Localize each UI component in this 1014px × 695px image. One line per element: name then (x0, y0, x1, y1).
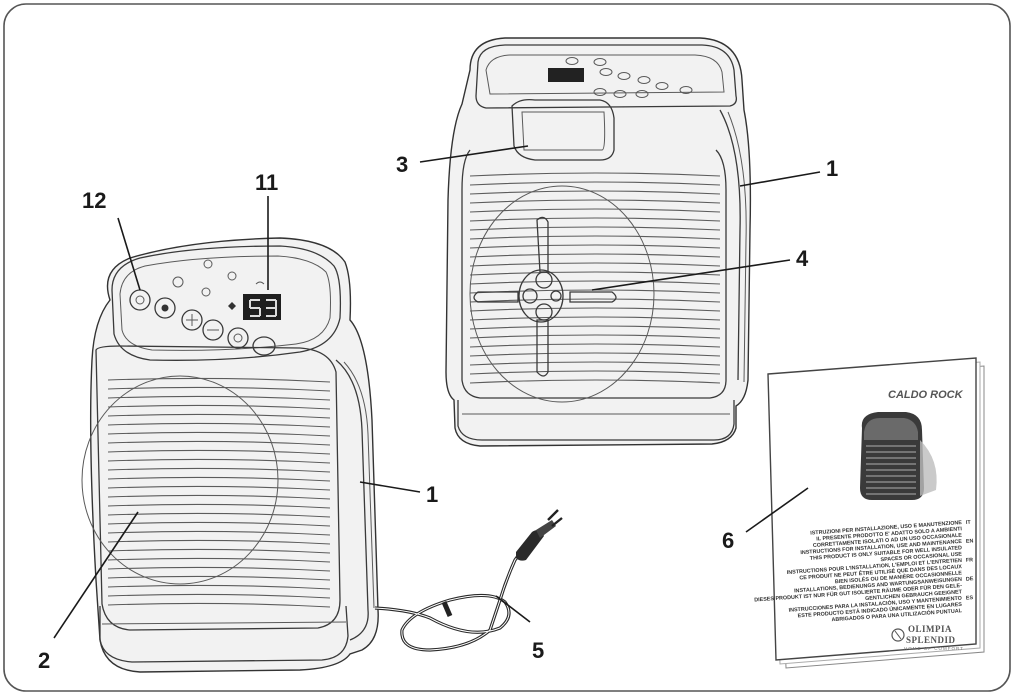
callout-5: 5 (532, 638, 544, 663)
minus-button (202, 319, 224, 341)
rear-heater-unit (445, 37, 752, 447)
brand-name-line2: SPLENDID (906, 635, 956, 645)
front-heater-face (95, 345, 341, 631)
rear-heater-display (548, 68, 584, 82)
callout-2: 2 (38, 648, 50, 673)
leader-lines (53, 145, 821, 639)
manual-cover-heater-image (860, 412, 937, 500)
front-heater-unit (81, 237, 379, 673)
gear-icon (161, 304, 169, 312)
leader-4 (591, 259, 791, 291)
sun-icon (172, 276, 184, 288)
manual-brand-logo: OLIMPIA SPLENDID HOME OF COMFORT (891, 624, 964, 651)
manual-language-tag: EN (966, 538, 974, 545)
clock-indicator-icon (227, 271, 237, 281)
leader-2 (53, 511, 139, 639)
timer-icon (233, 333, 243, 343)
front-heater-grill (107, 377, 331, 608)
power-icon (135, 295, 145, 305)
timer-indicator-icon (255, 281, 265, 285)
plus-icon (186, 314, 198, 326)
leader-3 (419, 145, 529, 163)
rear-heater-base (457, 400, 735, 441)
power-plug (516, 509, 563, 561)
leader-12 (117, 217, 141, 291)
callout-3: 3 (396, 152, 408, 177)
front-heater-top-panel (111, 245, 342, 361)
front-heater-base (99, 605, 349, 663)
callout-labels: 12 11 3 1 4 1 2 5 6 (38, 152, 838, 673)
callout-1-rear: 1 (826, 156, 838, 181)
manual-language-tag: IT (966, 520, 972, 526)
callout-1-front: 1 (426, 482, 438, 507)
rear-heater-handle (511, 98, 615, 161)
callout-6: 6 (722, 528, 734, 553)
timer-button (227, 327, 249, 349)
rear-heater-body (445, 37, 752, 447)
leader-1-rear (739, 171, 821, 187)
manual-cover (767, 357, 977, 661)
manual-language-tag: FR (966, 557, 974, 563)
manual-text-line: SPACES OR OCCASIONAL USE (880, 551, 962, 563)
instruction-manual: CALDO ROCK ISTRUZIONI PER INSTALLAZIONE,… (754, 357, 985, 669)
panel-indicator-icons (172, 259, 265, 310)
manual-title: CALDO ROCK (888, 389, 964, 401)
sun-small-icon (201, 287, 211, 297)
rear-heater-top-panel (475, 44, 738, 109)
rear-heater-grill (469, 172, 721, 384)
callout-12: 12 (82, 188, 106, 213)
manual-language-tag: ES (966, 595, 974, 602)
power-cord (374, 509, 563, 652)
rear-heater-fan-circle (469, 185, 655, 403)
power-indicator-icon (203, 259, 213, 269)
manual-text-block: ISTRUZIONI PER INSTALLAZIONE, USO E MANU… (754, 520, 974, 624)
leader-6 (745, 487, 809, 533)
brand-name-line1: OLIMPIA (908, 624, 952, 634)
mode-button (154, 297, 176, 319)
callout-11: 11 (255, 170, 278, 195)
manual-language-tag: DE (966, 576, 974, 583)
leader-1-front (359, 481, 421, 493)
rear-heater-knob-assembly (473, 216, 617, 377)
front-heater-fan-circle (81, 375, 279, 585)
plus-button (181, 309, 203, 331)
oscillation-button (252, 336, 276, 356)
rear-heater-buttons (565, 57, 693, 98)
leader-5 (495, 595, 531, 623)
callout-4: 4 (796, 246, 809, 271)
front-heater-body (89, 237, 379, 673)
fan-icon (228, 302, 236, 310)
brand-tagline: HOME OF COMFORT (904, 646, 964, 651)
